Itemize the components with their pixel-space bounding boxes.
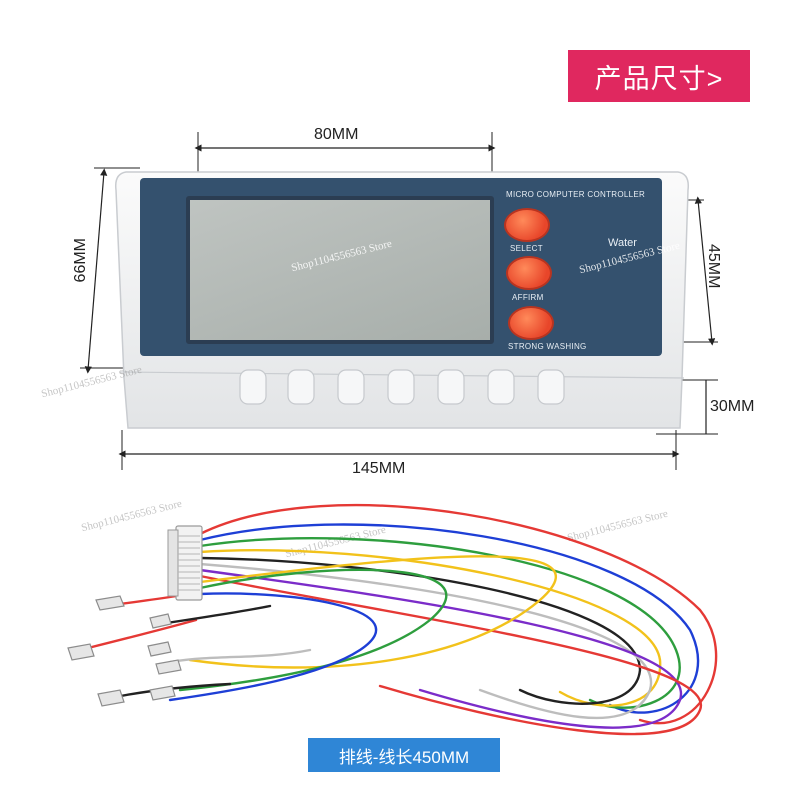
panel-header: MICRO COMPUTER CONTROLLER [506,190,646,199]
panel-brand: Water [608,237,637,249]
watermark: Shop1104556563 Store [80,497,184,535]
affirm-label: AFFIRM [512,293,544,302]
lcd-screen [186,196,494,344]
dim-label-80mm: 80MM [314,126,359,143]
cable-length-caption: 排线-线长450MM [308,738,500,772]
dim-label-30mm: 30MM [710,398,755,415]
select-button[interactable] [504,208,550,242]
affirm-button[interactable] [506,256,552,290]
dim-label-66mm: 66MM [72,238,89,283]
product-size-banner: 产品尺寸> [568,50,750,102]
dim-label-145mm: 145MM [352,460,406,477]
strong-washing-label: STRONG WASHING [508,342,587,351]
dim-label-45mm: 45MM [705,244,722,289]
select-label: SELECT [510,244,543,253]
watermark: Shop1104556563 Store [566,507,670,545]
wire-terminals [67,595,182,707]
watermark: Shop1104556563 Store [284,523,388,561]
strong-washing-button[interactable] [508,306,554,340]
connector-plug [167,525,203,601]
